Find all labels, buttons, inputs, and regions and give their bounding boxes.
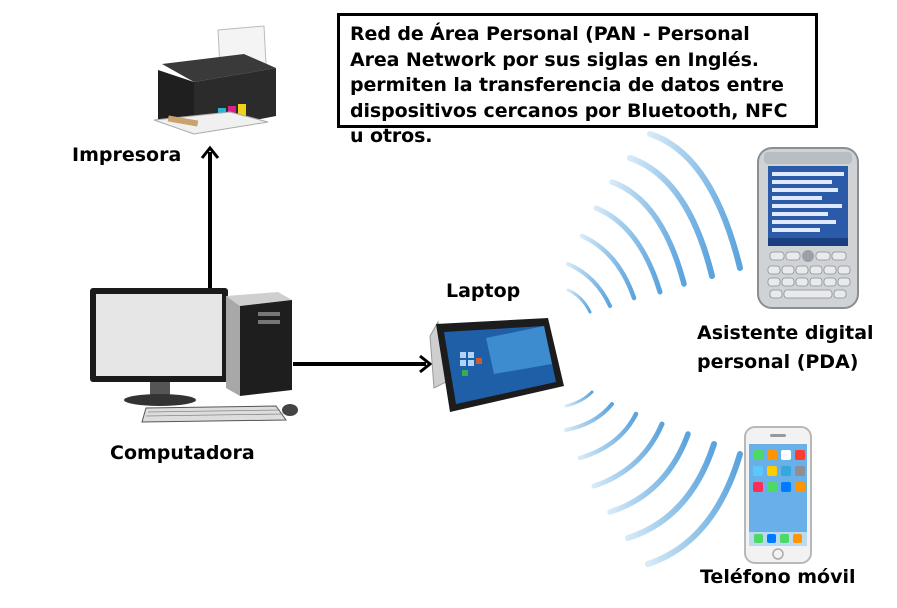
arrow-computer-to-printer [200,145,220,292]
pda-label-line2: personal (PDA) [697,351,859,373]
arrow-computer-to-laptop [293,354,433,374]
laptop-image [426,312,566,416]
wireless-waves-lower [564,390,743,567]
printer-image [148,24,282,144]
pda-label-line1: Asistente digital [697,322,874,344]
pda-image [756,146,860,310]
description-text: Red de Área Personal (PAN - Personal Are… [350,23,788,147]
wireless-waves-upper [566,131,743,314]
laptop-label: Laptop [446,280,521,302]
printer-label: Impresora [72,144,182,166]
computer-image [86,284,304,430]
phone-label: Teléfono móvil [700,566,856,588]
description-box: Red de Área Personal (PAN - Personal Are… [337,13,818,147]
phone-image [744,426,812,564]
computer-label: Computadora [110,442,255,464]
